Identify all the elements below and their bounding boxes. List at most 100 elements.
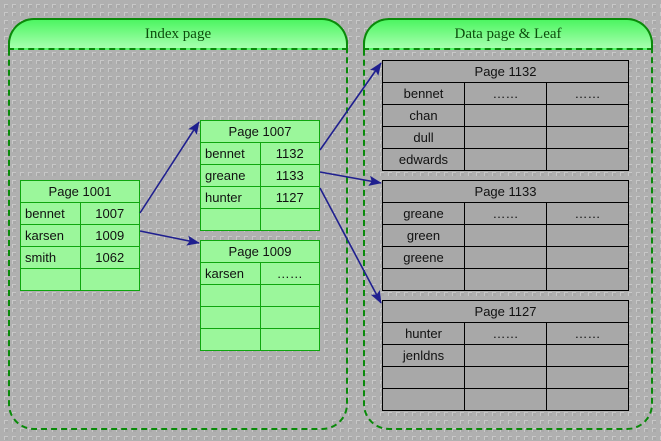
- table-row: [382, 268, 629, 291]
- page-1132-header: Page 1132: [382, 60, 629, 83]
- page-1132-key-0: bennet: [382, 82, 465, 105]
- table-row: Page 1127: [382, 300, 629, 323]
- page-1001-key-3: [20, 268, 81, 291]
- page-1009-val-1: [259, 284, 320, 307]
- page-1133-col3-1: [546, 224, 629, 247]
- page-1127-key-0: hunter: [382, 322, 465, 345]
- table-row: Page 1001: [20, 180, 140, 203]
- page-1132-key-1: chan: [382, 104, 465, 127]
- page-1009-key-3: [200, 328, 261, 351]
- page-1133-col3-3: [546, 268, 629, 291]
- page-1132-col3-0: ……: [546, 82, 629, 105]
- page-1007-val-2: 1127: [259, 186, 320, 209]
- page-1007-val-1: 1133: [259, 164, 320, 187]
- table-row: [200, 284, 320, 307]
- page-1007-key-2: hunter: [200, 186, 261, 209]
- page-1007-key-3: [200, 208, 261, 231]
- page-1007-header: Page 1007: [200, 120, 320, 143]
- table-row: chan: [382, 104, 629, 127]
- table-row: bennet 1132: [200, 142, 320, 165]
- table-row: greane …… ……: [382, 202, 629, 225]
- page-1133-col2-2: [464, 246, 547, 269]
- table-row: greane 1133: [200, 164, 320, 187]
- page-1009-val-3: [259, 328, 320, 351]
- page-1133-header: Page 1133: [382, 180, 629, 203]
- page-1133-key-1: green: [382, 224, 465, 247]
- table-row: bennet 1007: [20, 202, 140, 225]
- table-page-1009: Page 1009 karsen ……: [200, 240, 320, 351]
- page-1001-key-0: bennet: [20, 202, 81, 225]
- table-row: Page 1009: [200, 240, 320, 263]
- table-row: [382, 366, 629, 389]
- page-1132-col3-1: [546, 104, 629, 127]
- page-1133-col3-2: [546, 246, 629, 269]
- page-1133-col2-0: ……: [464, 202, 547, 225]
- page-1127-key-2: [382, 366, 465, 389]
- table-page-1133: Page 1133 greane …… …… green greene: [382, 180, 629, 291]
- page-1007-val-3: [259, 208, 320, 231]
- page-1133-col2-3: [464, 268, 547, 291]
- table-row: smith 1062: [20, 246, 140, 269]
- page-1133-key-3: [382, 268, 465, 291]
- page-1127-header: Page 1127: [382, 300, 629, 323]
- page-1127-col2-2: [464, 366, 547, 389]
- table-row: greene: [382, 246, 629, 269]
- page-1009-header: Page 1009: [200, 240, 320, 263]
- page-1132-col2-3: [464, 148, 547, 171]
- table-page-1132: Page 1132 bennet …… …… chan dull edwards: [382, 60, 629, 171]
- table-row: edwards: [382, 148, 629, 171]
- page-1132-col2-2: [464, 126, 547, 149]
- page-1009-val-2: [259, 306, 320, 329]
- page-1009-key-0: karsen: [200, 262, 261, 285]
- page-1001-val-1: 1009: [79, 224, 140, 247]
- data-page-title: Data page & Leaf: [363, 18, 653, 50]
- page-1001-val-0: 1007: [79, 202, 140, 225]
- page-1133-key-0: greane: [382, 202, 465, 225]
- page-1127-col3-3: [546, 388, 629, 411]
- table-row: [200, 208, 320, 231]
- page-1127-key-3: [382, 388, 465, 411]
- table-row: karsen 1009: [20, 224, 140, 247]
- page-1001-key-2: smith: [20, 246, 81, 269]
- page-1009-key-1: [200, 284, 261, 307]
- page-1001-val-3: [79, 268, 140, 291]
- page-1009-val-0: ……: [259, 262, 320, 285]
- page-1127-col2-1: [464, 344, 547, 367]
- table-row: green: [382, 224, 629, 247]
- table-row: dull: [382, 126, 629, 149]
- page-1133-key-2: greene: [382, 246, 465, 269]
- page-1132-col2-1: [464, 104, 547, 127]
- page-1001-header: Page 1001: [20, 180, 140, 203]
- index-page-title: Index page: [8, 18, 348, 50]
- table-row: Page 1132: [382, 60, 629, 83]
- table-row: jenldns: [382, 344, 629, 367]
- table-row: [20, 268, 140, 291]
- page-1127-col2-3: [464, 388, 547, 411]
- page-1133-col3-0: ……: [546, 202, 629, 225]
- table-row: [200, 328, 320, 351]
- table-row: karsen ……: [200, 262, 320, 285]
- page-1132-col3-3: [546, 148, 629, 171]
- page-1009-key-2: [200, 306, 261, 329]
- data-page-container: Data page & Leaf: [363, 18, 653, 430]
- page-1127-col3-0: ……: [546, 322, 629, 345]
- table-row: [200, 306, 320, 329]
- page-1133-col2-1: [464, 224, 547, 247]
- table-row: hunter 1127: [200, 186, 320, 209]
- page-1127-key-1: jenldns: [382, 344, 465, 367]
- page-1132-col3-2: [546, 126, 629, 149]
- table-row: bennet …… ……: [382, 82, 629, 105]
- table-row: Page 1007: [200, 120, 320, 143]
- page-1132-key-3: edwards: [382, 148, 465, 171]
- table-page-1127: Page 1127 hunter …… …… jenldns: [382, 300, 629, 411]
- page-1127-col3-1: [546, 344, 629, 367]
- table-row: [382, 388, 629, 411]
- page-1007-key-0: bennet: [200, 142, 261, 165]
- table-row: hunter …… ……: [382, 322, 629, 345]
- page-1001-val-2: 1062: [79, 246, 140, 269]
- page-1132-col2-0: ……: [464, 82, 547, 105]
- page-1001-key-1: karsen: [20, 224, 81, 247]
- table-page-1001: Page 1001 bennet 1007 karsen 1009 smith …: [20, 180, 140, 291]
- page-1007-val-0: 1132: [259, 142, 320, 165]
